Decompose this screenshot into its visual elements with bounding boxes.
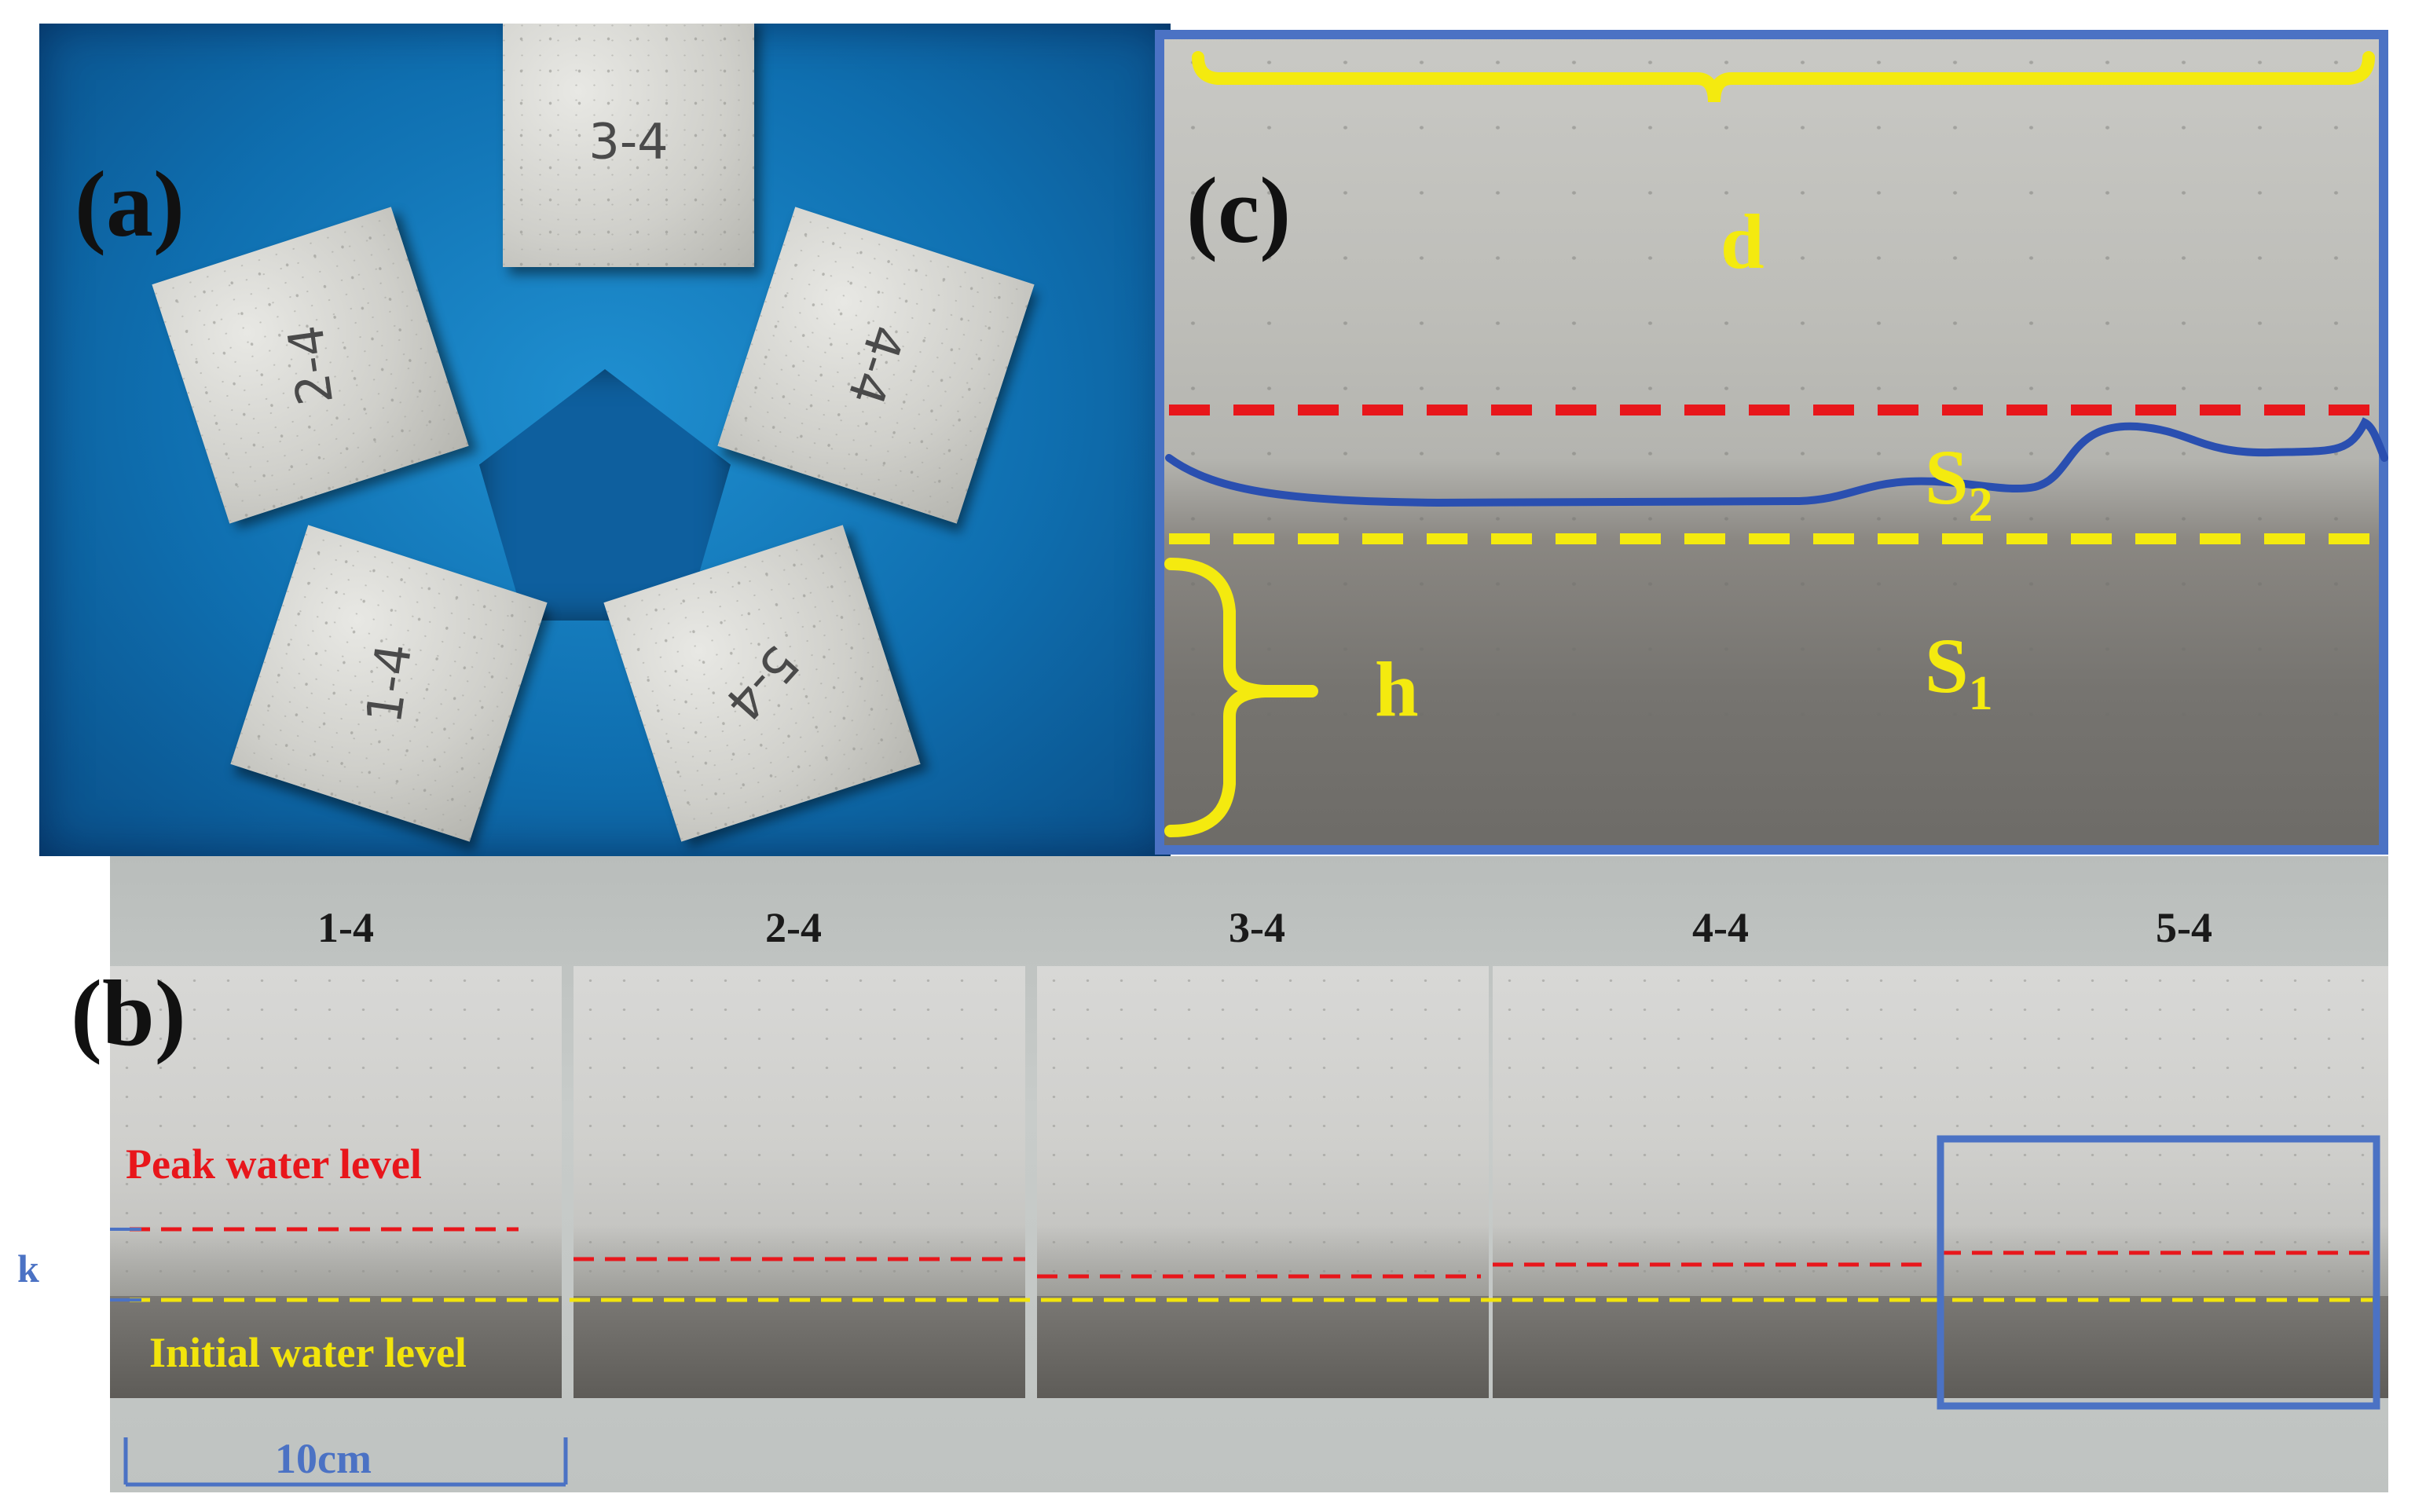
s1-label: S1 <box>1925 627 1993 720</box>
cube-mark: 3-4 <box>588 112 669 170</box>
s1-sub: 1 <box>1968 667 1993 720</box>
cube-mark: 1-4 <box>354 639 423 727</box>
cube-label-1: 1-4 <box>317 904 374 951</box>
panel-a-label: (a) <box>75 152 185 256</box>
s1-main: S <box>1925 622 1969 709</box>
panel-a-photo: 3-4 4-4 5-4 1-4 2-4 (a) <box>39 24 1171 856</box>
panel-b-photo: 1-4 2-4 3-4 4-4 5-4 Peak water level Ini… <box>110 856 2388 1492</box>
panel-c-zoom: (c) d h S2 S1 <box>1155 30 2388 855</box>
h-label: h <box>1375 646 1419 733</box>
specimen-3-4 <box>1037 966 1489 1398</box>
panel-c-overlay <box>1155 30 2388 855</box>
cube-mark: 2-4 <box>276 321 345 409</box>
specimen-4-4 <box>1493 966 1944 1398</box>
peak-water-label: Peak water level <box>126 1140 422 1188</box>
panel-b-overlay <box>110 1135 2380 1487</box>
s2-label: S2 <box>1925 438 1993 532</box>
specimen-5-4 <box>1940 966 2388 1398</box>
cube-top: 3-4 <box>503 24 754 267</box>
h-bracket <box>1164 558 1266 837</box>
panel-c-frame <box>1155 30 2388 855</box>
initial-water-label: Initial water level <box>149 1329 467 1376</box>
panel-b-label: (b) <box>71 961 186 1065</box>
k-label: k <box>17 1247 39 1291</box>
d-bracket <box>1192 51 2375 103</box>
scale-label: 10cm <box>275 1435 372 1482</box>
zoom-box <box>1937 1135 2380 1410</box>
cube-label-5: 5-4 <box>2156 904 2212 951</box>
s2-main: S <box>1925 434 1969 521</box>
s2-sub: 2 <box>1968 478 1993 532</box>
specimen-2-4 <box>574 966 1025 1398</box>
cube-label-4: 4-4 <box>1692 904 1749 951</box>
wet-front-curve <box>1165 417 2388 507</box>
panel-c-label: (c) <box>1186 158 1292 262</box>
cube-label-3: 3-4 <box>1229 904 1285 951</box>
specimen-1-4 <box>110 966 562 1398</box>
d-label: d <box>1721 198 1765 285</box>
cube-label-2: 2-4 <box>765 904 822 951</box>
